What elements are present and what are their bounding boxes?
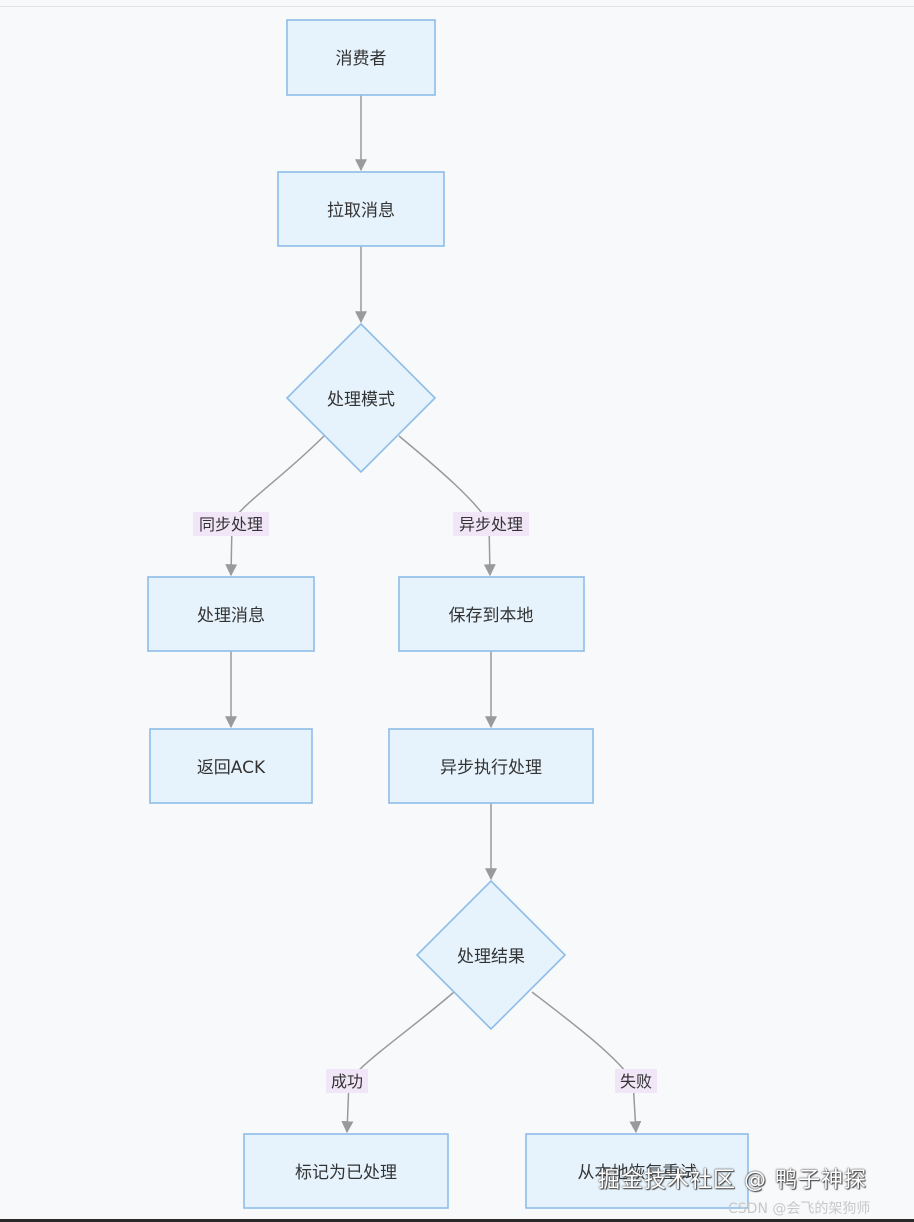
edge-label-bg-success (326, 1069, 368, 1093)
node-mark-done (243, 1133, 449, 1209)
edge-mode-sync (225, 435, 325, 577)
node-mode (285, 322, 437, 474)
node-recover-retry (525, 1133, 749, 1209)
node-process-label: 处理消息 (197, 606, 265, 626)
node-ack (149, 728, 313, 804)
edge-mode-async (398, 435, 496, 577)
edge-label-bg-fail (615, 1069, 657, 1093)
edge-label-bg-async (453, 512, 529, 536)
node-consumer-label: 消费者 (336, 49, 387, 69)
node-pull-label: 拉取消息 (327, 201, 395, 221)
watermark-main: 掘金技术社区 @ 鸭子神探 (598, 1168, 867, 1193)
node-save-label: 保存到本地 (449, 606, 534, 626)
node-ack-label: 返回ACK (197, 758, 266, 778)
node-mode-label: 处理模式 (327, 390, 395, 410)
edge-result-fail (531, 991, 642, 1134)
node-mark-done-label: 标记为已处理 (295, 1163, 397, 1183)
edge-label-sync: 同步处理 (199, 515, 263, 534)
node-async-exec (388, 728, 594, 804)
node-async-exec-label: 异步执行处理 (440, 758, 542, 778)
edge-label-bg-sync (193, 512, 269, 536)
node-consumer (286, 19, 436, 96)
edge-label-fail: 失败 (620, 1072, 652, 1091)
edge-label-success: 成功 (331, 1072, 363, 1091)
node-recover-retry-label: 从本地恢复重试 (578, 1163, 697, 1183)
node-pull (277, 171, 445, 247)
node-process (147, 576, 315, 652)
watermark-sub: CSDN @会飞的架狗师 (728, 1201, 871, 1217)
node-result-label: 处理结果 (457, 947, 525, 967)
node-result (415, 879, 567, 1031)
node-save (398, 576, 585, 652)
edge-label-async: 异步处理 (459, 515, 523, 534)
edge-result-success (341, 991, 455, 1134)
bottom-border (0, 1219, 914, 1222)
top-border (0, 6, 914, 7)
